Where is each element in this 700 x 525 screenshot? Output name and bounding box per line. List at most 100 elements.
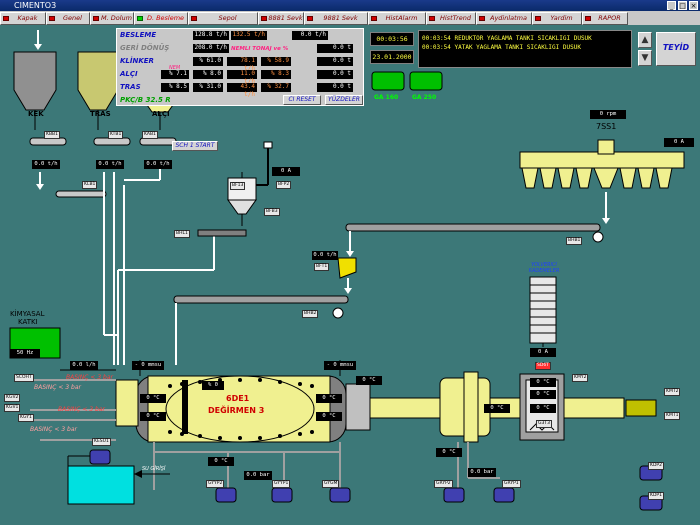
kab1-value: 0.0 t/h <box>144 160 172 169</box>
tag-bft1[interactable]: BFT1 <box>314 263 330 271</box>
tag-gyyp2[interactable]: GYYP2 <box>206 480 225 488</box>
tag-kesu1[interactable]: KESU1 <box>92 438 111 446</box>
menu-item-6[interactable]: 9881 Sevk <box>304 12 368 25</box>
separator-current: 0 A <box>664 138 694 147</box>
tag-ktb1[interactable]: KTB1 <box>108 131 124 139</box>
tag-kmt1[interactable]: KMT1 <box>664 412 681 420</box>
tag-gryp2[interactable]: GRYP2 <box>434 480 453 488</box>
alarm-line-2: 00:03:54 YATAK YAGLAMA TANKI SICAKLIGI D… <box>422 44 581 51</box>
alarm-scroll-down-button[interactable]: ▼ <box>638 50 652 66</box>
nem-label: NEM <box>169 65 181 71</box>
acknowledge-button[interactable]: TEYİD <box>656 32 696 66</box>
ci-reset-button[interactable]: CI RESET <box>283 95 321 105</box>
menu-item-label: M. Dolum <box>101 14 132 22</box>
temp-mill-4: 0 °C <box>316 412 342 421</box>
product-label: PKÇ/B 32.5 R <box>120 96 171 104</box>
tag-bhb2[interactable]: BHB2 <box>302 310 319 318</box>
tag-bf13[interactable]: BF13 <box>230 182 246 190</box>
menu-item-3[interactable]: D. Besleme <box>134 12 188 25</box>
menu-item-label: 8881 Sevk <box>268 14 303 22</box>
yolverici-label: YOLVERICI KADEMELER <box>528 262 560 274</box>
temp-lube-2: 0 °C <box>436 448 462 457</box>
bft1-value: 0.0 t/h <box>312 251 338 260</box>
kimyasal-flow: 0.0 l/h <box>70 361 98 370</box>
tag-g3t3[interactable]: G3T3 <box>536 420 552 428</box>
tag-kab1[interactable]: KAB1 <box>142 131 158 139</box>
tag-klb1[interactable]: KLB1 <box>82 181 98 189</box>
besleme-value-1: 128.8 t/h <box>193 31 229 40</box>
basinc-alarm-2: BASINÇ < 3 bar <box>34 384 81 391</box>
menu-item-7[interactable]: HistAlarm <box>368 12 426 25</box>
menu-item-label: Sepol <box>218 14 237 22</box>
yuzdeler-button[interactable]: YÜZDELER <box>325 95 363 105</box>
status-led-icon <box>429 16 435 21</box>
alarm-scroll-up-button[interactable]: ▲ <box>638 32 652 48</box>
menu-item-10[interactable]: Yardim <box>532 12 582 25</box>
menu-item-11[interactable]: RAPOR <box>582 12 628 25</box>
tras-tph: 43.4 t/h <box>227 83 257 98</box>
status-led-icon <box>261 16 267 21</box>
tras-total: 0.0 t <box>317 83 353 92</box>
menu-item-9[interactable]: Aydinlatma <box>476 12 532 25</box>
geri-donus-value-3: 0.0 t <box>317 44 353 53</box>
besleme-label: BESLEME <box>120 31 157 39</box>
tag-bhl1[interactable]: BHL1 <box>174 230 190 238</box>
tag-gyyp1[interactable]: GYYP1 <box>272 480 291 488</box>
alarm-list[interactable]: 00:03:54 REDUKTOR YAGLAMA TANKI SICAKLIG… <box>418 30 632 68</box>
minimize-button[interactable]: _ <box>667 1 676 10</box>
menu-item-2[interactable]: M. Dolum <box>90 12 134 25</box>
tag-kgv1[interactable]: KGV1 <box>4 404 21 412</box>
tag-kdp2[interactable]: KDP2 <box>648 462 664 470</box>
geri-donus-value: 208.0 t/h <box>193 44 229 53</box>
tag-scoht[interactable]: SCOHT <box>14 374 34 382</box>
menu-item-5[interactable]: 8881 Sevk <box>258 12 304 25</box>
menu-item-1[interactable]: Genel <box>46 12 90 25</box>
tras-pct-2: % 32.7 <box>261 83 291 92</box>
tag-sd6t[interactable]: SD6T <box>535 362 551 370</box>
tag-kgy1[interactable]: KGY1 <box>18 414 34 422</box>
bf13-current: 0 A <box>272 167 300 176</box>
tag-bhb1[interactable]: BHB1 <box>566 237 583 245</box>
menu-item-0[interactable]: Kapak <box>0 12 46 25</box>
tag-kgv2[interactable]: KGV2 <box>4 394 21 402</box>
klinker-pct-1: % 61.0 <box>193 57 223 66</box>
menu-item-label: Kapak <box>17 14 38 22</box>
close-button[interactable]: × <box>689 1 698 10</box>
kbb1-value: 0.0 t/h <box>32 160 60 169</box>
sch-start-button[interactable]: SCH 1 START <box>172 141 218 151</box>
kimyasal-frequency: 50 Hz <box>10 349 40 358</box>
clock-date: 23.01.2000 <box>370 50 414 64</box>
tag-kbb1[interactable]: KBB1 <box>44 131 60 139</box>
mill-name-label: DEĞİRMEN 3 <box>208 406 265 415</box>
tag-gryp1[interactable]: GRYP1 <box>502 480 521 488</box>
menu-item-label: Aydinlatma <box>490 14 527 22</box>
tag-bfb3[interactable]: BFB3 <box>264 208 280 216</box>
geri-donus-label: GERİ DÖNÜŞ <box>120 44 170 52</box>
tag-bfp2[interactable]: BFP2 <box>276 181 292 189</box>
separator-label: 7SS1 <box>596 122 617 131</box>
kek-label: KEK <box>28 110 44 118</box>
menu-item-label: HistTrend <box>439 14 471 22</box>
maximize-button[interactable]: □ <box>678 1 687 10</box>
menu-item-label: 9881 Sevk <box>323 14 358 22</box>
menu-item-label: RAPOR <box>598 14 621 22</box>
klinker-label: KLİNKER <box>120 57 154 65</box>
klinker-total: 0.0 t <box>317 57 353 66</box>
alci-pct-2: % 8.3 <box>261 70 291 79</box>
mill-inlet-pressure: - 0 mmsu <box>132 361 164 370</box>
tag-kdp1[interactable]: KDP1 <box>648 492 664 500</box>
temp-lube-1: 0 °C <box>208 457 234 466</box>
status-led-icon <box>49 16 55 21</box>
status-led-icon <box>535 16 541 21</box>
tras-hopper <box>77 51 119 111</box>
menu-item-8[interactable]: HistTrend <box>426 12 476 25</box>
alci-label: ALÇI <box>120 70 138 78</box>
alarm-line-1: 00:03:54 REDUKTOR YAGLAMA TANKI SICAKLIG… <box>422 35 592 42</box>
tag-kmy2[interactable]: KMY2 <box>572 374 589 382</box>
tag-gygm[interactable]: GYGM <box>322 480 340 488</box>
mill-motor-current: 0 A <box>530 348 556 357</box>
menu-item-4[interactable]: Sepol <box>188 12 258 25</box>
tag-kmt2[interactable]: KMT2 <box>664 388 681 396</box>
temp-motor-3: 0 °C <box>530 404 556 413</box>
